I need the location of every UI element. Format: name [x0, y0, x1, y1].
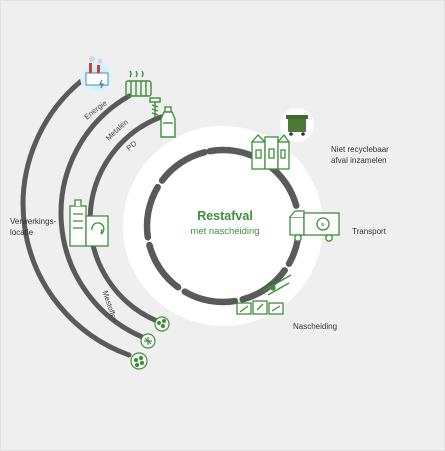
- power-plant-icon: [80, 56, 114, 94]
- arc-energy: [20, 72, 132, 358]
- arc-label-energy-text: Energie: [82, 98, 108, 121]
- arc-label-energy: Energie: [82, 98, 108, 121]
- center-subtitle: met nascheiding: [190, 226, 260, 237]
- svg-text:≡: ≡: [321, 222, 325, 229]
- screw-icon: [149, 97, 161, 117]
- center-title: Restafval: [197, 209, 253, 223]
- background-disc: [123, 126, 323, 326]
- radiator-icon: [125, 70, 152, 97]
- separation-machine-icon: [236, 274, 292, 315]
- garbage-truck-icon: ≡: [289, 210, 340, 242]
- label-separation: Nascheiding: [293, 322, 338, 331]
- label-processing: Verwerkings- locatie: [10, 217, 57, 237]
- label-collect: Niet recyclebaar afval inzamelen: [331, 145, 389, 165]
- waste-containers-icon: [251, 133, 290, 170]
- granulate-icon: [154, 316, 170, 332]
- bottle-icon: [160, 106, 176, 138]
- label-transport: Transport: [352, 227, 386, 236]
- residue-icon: [130, 352, 148, 370]
- fertilizer-icon: [140, 333, 156, 349]
- arc-metals: [58, 93, 150, 342]
- wheelie-bin-icon: [280, 108, 314, 142]
- processing-plant-icon: [69, 199, 109, 247]
